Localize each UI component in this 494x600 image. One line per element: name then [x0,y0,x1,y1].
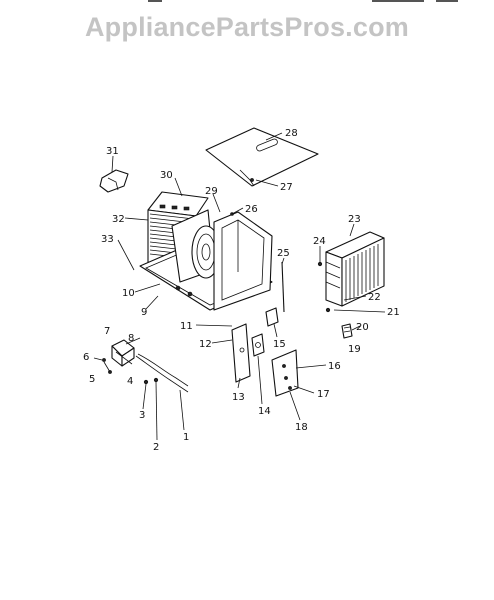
callout-7: 7 [104,326,110,337]
callout-9: 9 [141,307,147,318]
part-capacitor [102,339,135,374]
leader-lines [93,132,386,441]
callout-17: 17 [317,389,330,400]
callout-16: 16 [328,361,341,372]
watermark-text: AppliancePartsPros.com [84,12,409,42]
part-control-bracket-rod [265,261,285,327]
callout-10: 10 [122,288,135,299]
callout-31: 31 [106,146,119,157]
callout-14: 14 [258,406,271,417]
part-condenser-coil [325,231,385,307]
callout-24: 24 [313,236,326,247]
callout-20: 20 [356,322,369,333]
callout-6: 6 [83,352,89,363]
callout-18: 18 [295,422,308,433]
part-control-panel [231,323,251,383]
callout-4: 4 [127,376,133,387]
callout-28: 28 [285,128,298,139]
callout-1: 1 [183,432,189,443]
part-small-bracket [99,169,129,193]
callout-21: 21 [387,307,400,318]
part-screw-21 [325,307,331,313]
callout-3: 3 [139,410,145,421]
callout-32: 32 [112,214,125,225]
part-screw-24 [317,261,323,267]
part-power-cord [135,353,189,393]
callout-30: 30 [160,170,173,181]
callout-19: 19 [348,344,361,355]
callout-29: 29 [205,186,218,197]
callout-27: 27 [280,182,293,193]
part-capacitor-clip [341,323,353,339]
callout-33: 33 [101,234,114,245]
callout-26: 26 [245,204,258,215]
part-partition-panel [213,211,273,311]
callout-11: 11 [180,321,193,332]
callout-22: 22 [368,292,381,303]
top-edge-marks [0,0,494,6]
callout-23: 23 [348,214,361,225]
part-control-mounting-plate [271,349,299,397]
callout-13: 13 [232,392,245,403]
callout-12: 12 [199,339,212,350]
callout-25: 25 [277,248,290,259]
part-switch [251,333,265,357]
callout-8: 8 [128,333,134,344]
callout-labels: 1 2 3 4 5 6 7 8 9 10 11 12 13 14 15 16 1… [83,128,400,453]
callout-5: 5 [89,374,95,385]
callout-15: 15 [273,339,286,350]
part-top-cover-plate [205,127,319,187]
callout-2: 2 [153,442,159,453]
